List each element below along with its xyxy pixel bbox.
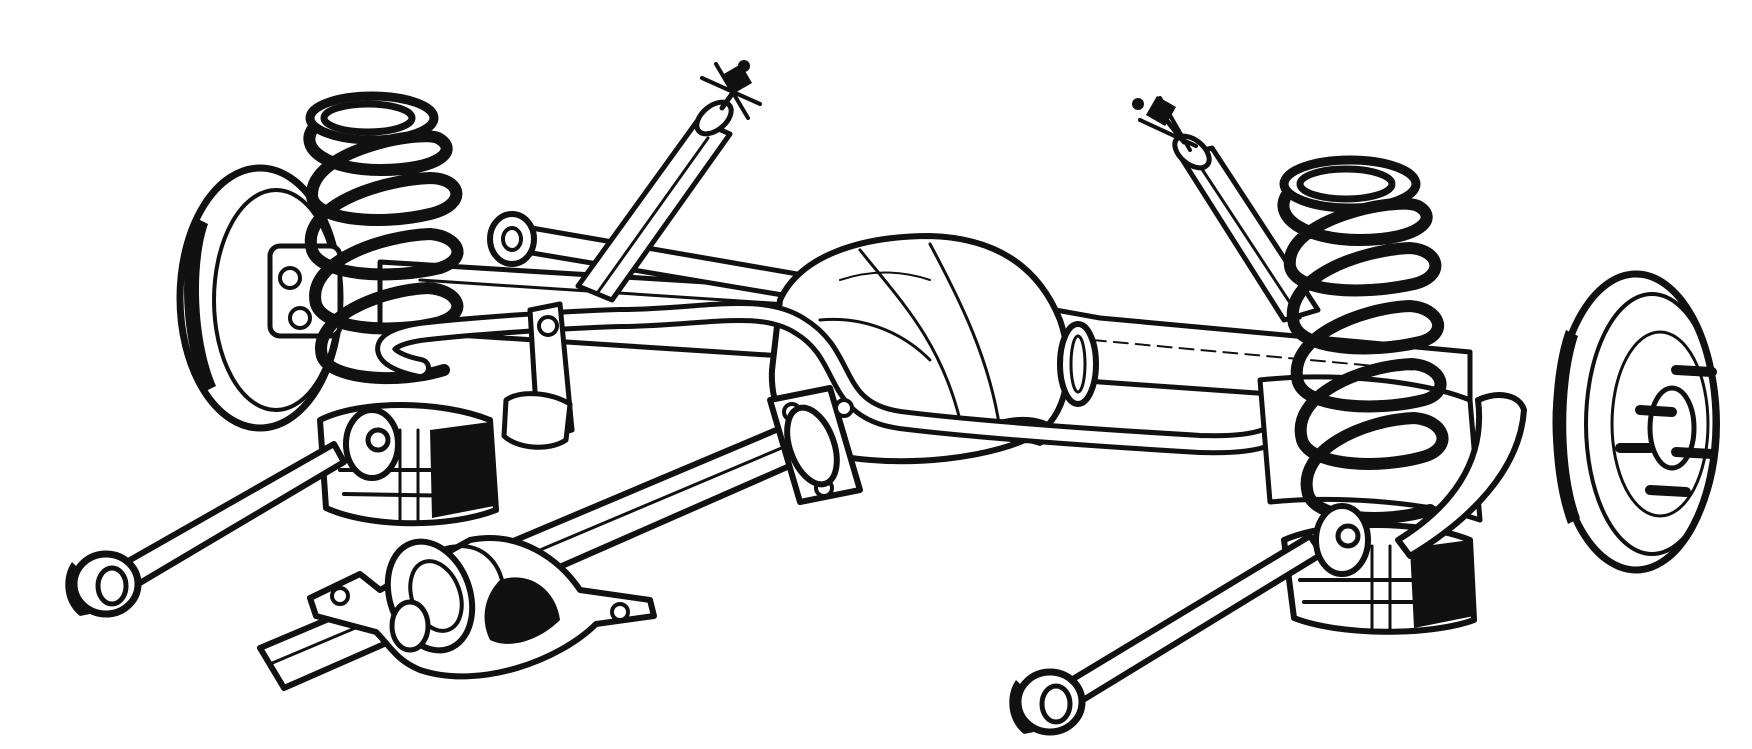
right-coil-spring [1277, 155, 1449, 524]
right-shock-absorber [1132, 95, 1321, 323]
left-coil-spring [303, 91, 464, 384]
right-trailing-arm-bracket [1395, 392, 1527, 559]
right-trailing-arm [1009, 503, 1371, 736]
wheel-studs [1615, 365, 1717, 497]
anti-roll-bar [375, 300, 1293, 456]
centre-bearing [307, 535, 657, 680]
anti-roll-bar-bracket [501, 301, 575, 450]
left-trailing-arm [65, 407, 401, 618]
left-spring-seat [317, 402, 499, 527]
right-brake-drum [1552, 270, 1720, 574]
left-shock-absorber [575, 60, 762, 303]
